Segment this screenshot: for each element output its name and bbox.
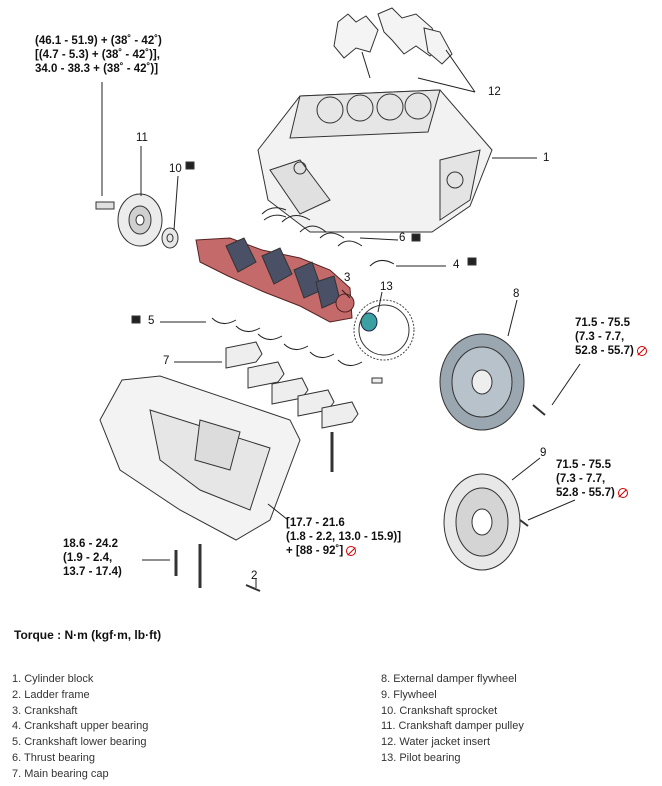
callout-1: 1 <box>543 152 550 164</box>
torque-line: (1.9 - 2.4, <box>63 552 113 564</box>
torque-line: 34.0 - 38.3 + (38˚ - 42˚)] <box>35 63 159 75</box>
legend-right: 8. External damper flywheel 9. Flywheel … <box>381 672 524 767</box>
torque-line: + [88 - 92˚] <box>286 545 344 557</box>
legend-item: 5. Crankshaft lower bearing <box>12 736 147 749</box>
crankshaft <box>195 237 355 323</box>
torque-line: 71.5 - 75.5 <box>575 317 630 329</box>
flywheel <box>443 473 529 571</box>
torque-line: 52.8 - 55.7) <box>575 345 634 357</box>
lower-bearings <box>211 317 363 366</box>
upper-bearing <box>369 260 395 267</box>
callout-10: 10 <box>169 163 182 175</box>
legend-item: 11. Crankshaft damper pulley <box>381 720 524 733</box>
pilot-bearing <box>353 299 415 361</box>
crankshaft-sprocket <box>161 227 179 249</box>
torque-flywheel-bolt: 71.5 - 75.5 (7.3 - 7.7, 52.8 - 55.7) <box>556 458 628 500</box>
external-damper-flywheel <box>439 333 546 431</box>
torque-line: (7.3 - 7.7, <box>575 331 625 343</box>
legend-left: 1. Cylinder block 2. Ladder frame 3. Cra… <box>12 672 148 783</box>
torque-line: (7.3 - 7.7, <box>556 473 606 485</box>
crankshaft-damper-pulley <box>95 193 163 247</box>
callout-12: 12 <box>488 86 501 98</box>
torque-line: [17.7 - 21.6 <box>286 517 345 529</box>
torque-line: [(4.7 - 5.3) + (38˚ - 42˚)], <box>35 49 160 61</box>
legend-item: 2. Ladder frame <box>12 688 90 701</box>
legend-item: 8. External damper flywheel <box>381 673 517 685</box>
exploded-view-diagram <box>95 7 581 592</box>
thrust-bearings <box>261 207 363 247</box>
legend-item: 7. Main bearing cap <box>12 767 109 780</box>
legend-item: 9. Flywheel <box>381 688 437 701</box>
do-not-reuse-icon <box>617 488 628 498</box>
do-not-reuse-icon <box>636 346 647 356</box>
main-bearing-caps <box>225 341 383 429</box>
torque-external-flywheel-bolt: 71.5 - 75.5 (7.3 - 7.7, 52.8 - 55.7) <box>575 316 647 358</box>
torque-line: 71.5 - 75.5 <box>556 459 611 471</box>
callout-3: 3 <box>344 272 351 284</box>
new-part-icon <box>131 161 477 324</box>
torque-ladder-frame-bolt: 18.6 - 24.2 (1.9 - 2.4, 13.7 - 17.4) <box>63 537 122 579</box>
legend-item: 4. Crankshaft upper bearing <box>12 720 149 733</box>
do-not-reuse-icon <box>346 546 357 556</box>
legend-item: 6. Thrust bearing <box>12 751 95 764</box>
callout-7: 7 <box>163 355 170 367</box>
torque-line: (1.8 - 2.2, 13.0 - 15.9)] <box>286 531 402 543</box>
legend-item: 1. Cylinder block <box>12 673 94 685</box>
callout-4: 4 <box>453 259 460 271</box>
torque-line: 13.7 - 17.4) <box>63 566 122 578</box>
legend-item: 13. Pilot bearing <box>381 751 461 764</box>
callout-6: 6 <box>399 232 406 244</box>
torque-line: 52.8 - 55.7) <box>556 487 615 499</box>
torque-line: 18.6 - 24.2 <box>63 538 118 550</box>
callout-5: 5 <box>148 315 155 327</box>
callout-13: 13 <box>380 281 393 293</box>
callout-9: 9 <box>540 447 547 459</box>
ladder-frame <box>99 375 301 592</box>
torque-line: (46.1 - 51.9) + (38˚ - 42˚) <box>35 35 162 47</box>
callout-11: 11 <box>136 132 148 144</box>
callout-2: 2 <box>251 570 258 582</box>
torque-crank-pulley-bolt: (46.1 - 51.9) + (38˚ - 42˚) [(4.7 - 5.3)… <box>35 34 162 76</box>
legend-item: 12. Water jacket insert <box>381 736 491 749</box>
water-jacket-insert <box>333 7 453 65</box>
torque-bearing-cap-bolt: [17.7 - 21.6 (1.8 - 2.2, 13.0 - 15.9)] +… <box>286 516 401 558</box>
leader-lines <box>101 49 581 588</box>
callout-8: 8 <box>513 288 520 300</box>
legend-item: 3. Crankshaft <box>12 704 78 717</box>
torque-unit-label: Torque : N·m (kgf·m, lb·ft) <box>14 628 162 642</box>
legend-item: 10. Crankshaft sprocket <box>381 704 498 717</box>
cylinder-block <box>257 89 493 233</box>
